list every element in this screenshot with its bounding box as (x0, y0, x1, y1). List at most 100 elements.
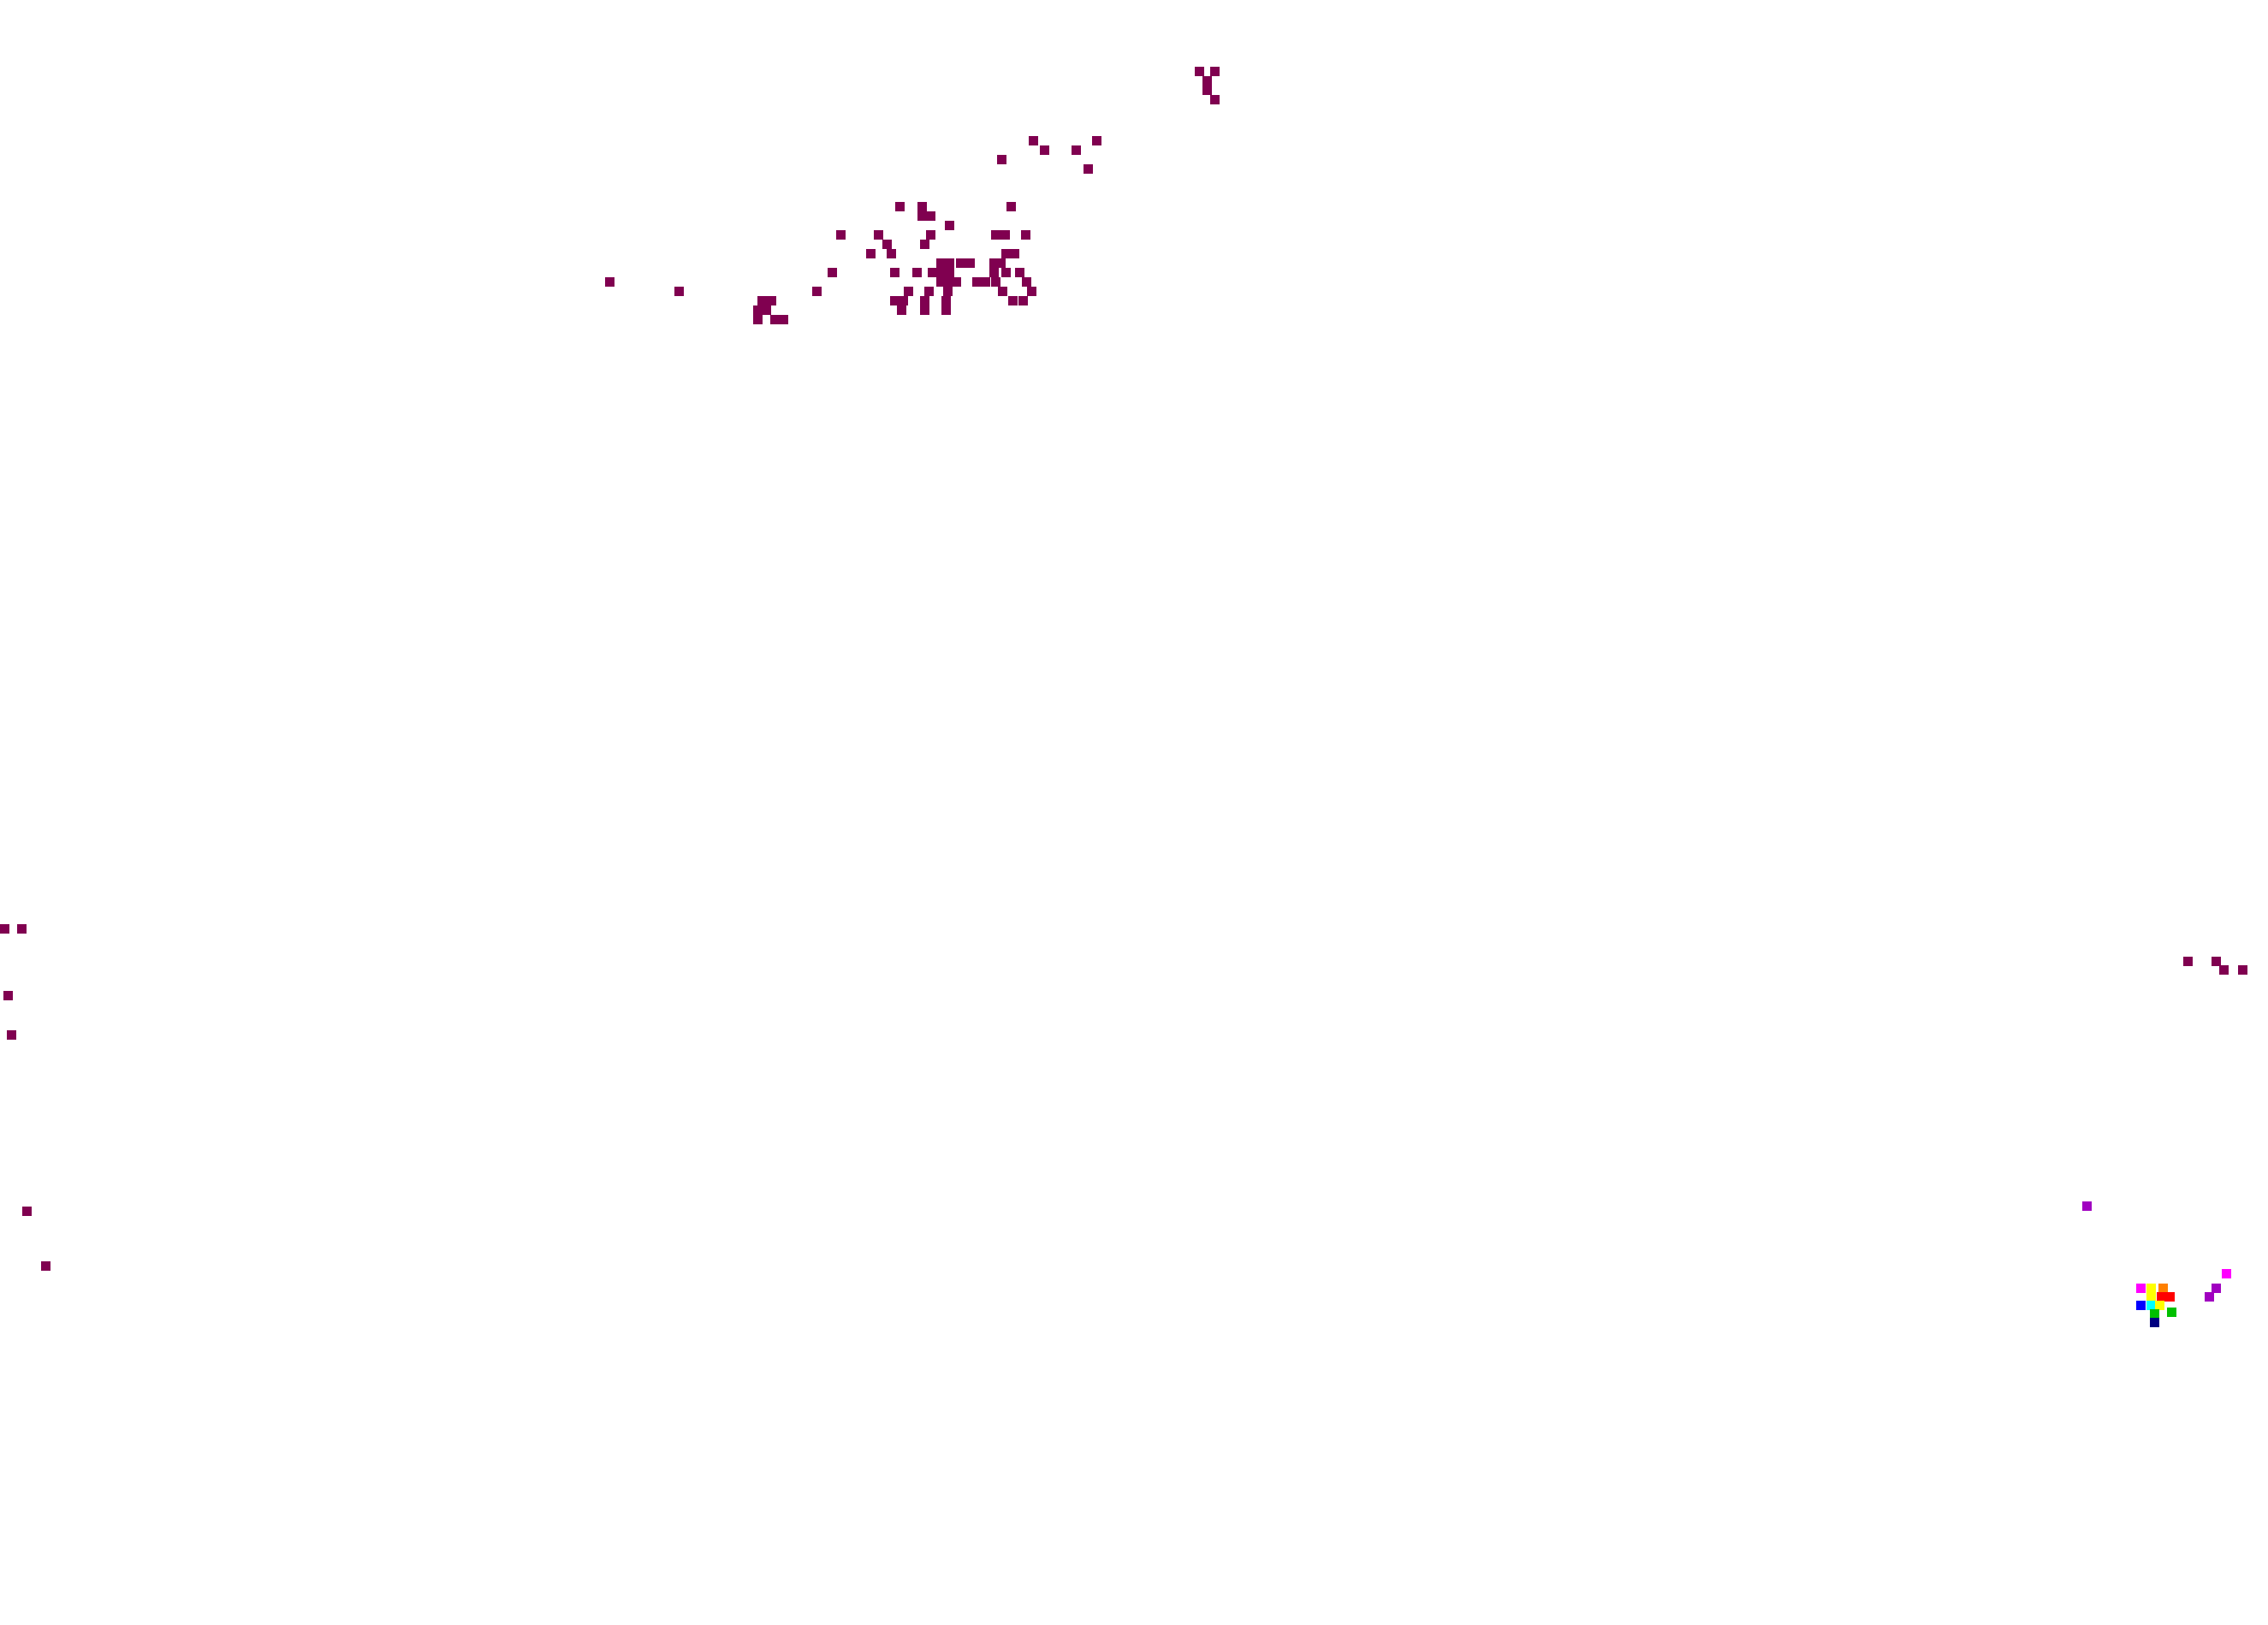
map-cell (965, 258, 975, 268)
map-cell (674, 287, 684, 296)
map-cell (812, 287, 822, 296)
map-cell (753, 305, 763, 315)
map-cell (1084, 164, 1093, 174)
map-cell (956, 258, 965, 268)
map-cell (945, 277, 954, 287)
map-cell (945, 221, 954, 230)
map-cell (996, 258, 1006, 268)
map-cell (1022, 277, 1031, 287)
map-cell (1202, 86, 1212, 95)
map-cell (2157, 1292, 2166, 1302)
map-cell (0, 924, 9, 934)
map-cell (22, 1207, 32, 1216)
map-cell (882, 240, 892, 249)
map-cell (945, 258, 954, 268)
map-cell (767, 296, 776, 305)
map-cell (997, 155, 1006, 164)
map-cell (1021, 230, 1030, 240)
map-cell (2167, 1308, 2176, 1317)
map-cell (779, 315, 788, 324)
map-cell (41, 1261, 50, 1271)
map-cell (1001, 268, 1011, 277)
map-cell (605, 277, 614, 287)
map-cell (917, 211, 927, 221)
map-cell (2146, 1292, 2156, 1302)
map-cell (866, 249, 876, 258)
map-cell (2146, 1284, 2156, 1293)
map-cell (2136, 1301, 2146, 1310)
map-cell (941, 305, 951, 315)
map-cell (17, 924, 27, 934)
map-cell (926, 211, 935, 221)
map-cell (936, 258, 946, 268)
map-cell (2146, 1301, 2156, 1310)
map-cell (936, 268, 946, 277)
map-cell (1027, 287, 1036, 296)
map-cell (887, 249, 896, 258)
map-cell (924, 287, 934, 296)
map-cell (1210, 95, 1220, 104)
map-cell (2150, 1309, 2159, 1319)
map-cell (828, 268, 837, 277)
map-cell (952, 277, 961, 287)
map-cell (1040, 145, 1049, 155)
map-cell (836, 230, 846, 240)
map-cell (3, 991, 13, 1000)
map-cell (2150, 1318, 2159, 1327)
map-cell (991, 277, 1000, 287)
map-cell (757, 296, 767, 305)
map-cell (1072, 145, 1081, 155)
map-cell (897, 305, 906, 315)
map-cell (2165, 1292, 2175, 1302)
map-cell (981, 277, 990, 287)
map-cell (753, 315, 763, 324)
map-cell (928, 268, 937, 277)
map-cell (943, 287, 953, 296)
map-cell (2183, 957, 2193, 966)
map-cell (936, 277, 946, 287)
map-cell (917, 202, 927, 211)
map-cell (912, 268, 922, 277)
map-cell (2082, 1201, 2092, 1211)
map-cell (2219, 965, 2229, 975)
map-cell (1015, 268, 1024, 277)
map-cell (904, 287, 913, 296)
map-cell (2205, 1292, 2214, 1302)
map-cell (2158, 1284, 2168, 1293)
map-cell (1195, 67, 1204, 76)
map-cell (1010, 249, 1019, 258)
map-cell (2136, 1284, 2146, 1293)
map-cell (1018, 296, 1028, 305)
map-cell (2212, 957, 2221, 966)
map-cell (1006, 202, 1016, 211)
map-cell (1029, 136, 1038, 145)
map-cell (2212, 1284, 2221, 1293)
map-cell (2222, 1269, 2231, 1278)
map-cell (926, 230, 935, 240)
map-cell (998, 287, 1007, 296)
map-cell (890, 296, 899, 305)
map-cell (920, 240, 929, 249)
map-cell (762, 305, 771, 315)
map-cell (874, 230, 883, 240)
map-cell (989, 258, 999, 268)
map-cell (1202, 76, 1212, 86)
map-cell (899, 296, 908, 305)
map-cell (972, 277, 982, 287)
map-cell (991, 230, 1000, 240)
map-cell (2155, 1301, 2164, 1310)
map-cell (1001, 249, 1011, 258)
map-cell (1210, 67, 1220, 76)
map-cell (890, 268, 899, 277)
map-cell (989, 268, 999, 277)
map-cell (945, 268, 954, 277)
map-cell (920, 296, 929, 305)
map-cell (770, 315, 780, 324)
map-cell (7, 1030, 16, 1040)
map-cell (1092, 136, 1101, 145)
map-cell (1000, 230, 1010, 240)
map-cell (941, 296, 951, 305)
map-cell (2238, 965, 2247, 975)
